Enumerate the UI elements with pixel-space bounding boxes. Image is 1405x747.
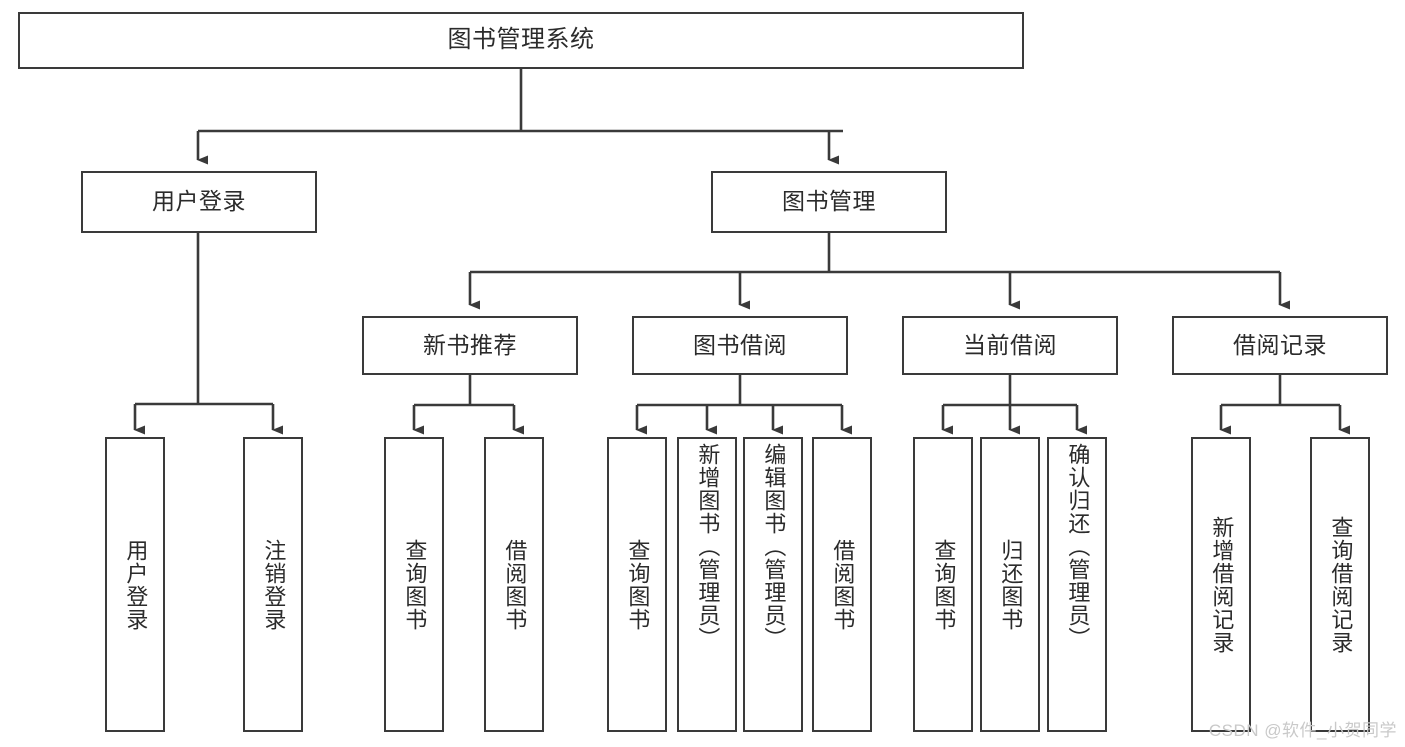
- node-leaf-user-login-label: 用户登录: [123, 538, 149, 631]
- node-book-management[interactable]: 图书管理: [711, 171, 947, 233]
- node-leaf-query-book-3[interactable]: 查询图书: [913, 437, 973, 732]
- node-new-book-recommend[interactable]: 新书推荐: [362, 316, 578, 375]
- node-book-management-label: 图书管理: [782, 188, 876, 215]
- node-leaf-edit-book-label: 编辑图书（管理员）: [761, 443, 787, 650]
- node-leaf-confirm-return[interactable]: 确认归还（管理员）: [1047, 437, 1107, 732]
- node-leaf-user-login[interactable]: 用户登录: [105, 437, 165, 732]
- node-leaf-add-book-label: 新增图书（管理员）: [695, 443, 721, 650]
- node-leaf-borrow-book-2[interactable]: 借阅图书: [812, 437, 872, 732]
- node-leaf-borrow-book-1[interactable]: 借阅图书: [484, 437, 544, 732]
- node-leaf-add-book[interactable]: 新增图书（管理员）: [677, 437, 737, 732]
- node-user-login-label: 用户登录: [152, 188, 246, 215]
- node-leaf-return-book[interactable]: 归还图书: [980, 437, 1040, 732]
- node-leaf-logout-login-label: 注销登录: [261, 538, 287, 631]
- node-borrow-record-label: 借阅记录: [1233, 331, 1327, 358]
- node-leaf-add-record-label: 新增借阅记录: [1209, 515, 1235, 654]
- node-book-borrow[interactable]: 图书借阅: [632, 316, 848, 375]
- node-leaf-confirm-return-label: 确认归还（管理员）: [1065, 443, 1091, 650]
- node-borrow-record[interactable]: 借阅记录: [1172, 316, 1388, 375]
- node-user-login[interactable]: 用户登录: [81, 171, 317, 233]
- node-root-book-management-system[interactable]: 图书管理系统: [18, 12, 1024, 69]
- node-leaf-query-book-1-label: 查询图书: [402, 538, 428, 631]
- node-current-borrow[interactable]: 当前借阅: [902, 316, 1118, 375]
- node-leaf-query-book-2[interactable]: 查询图书: [607, 437, 667, 732]
- node-leaf-query-record[interactable]: 查询借阅记录: [1310, 437, 1370, 732]
- node-leaf-add-record[interactable]: 新增借阅记录: [1191, 437, 1251, 732]
- node-leaf-return-book-label: 归还图书: [998, 538, 1024, 631]
- node-leaf-edit-book[interactable]: 编辑图书（管理员）: [743, 437, 803, 732]
- node-leaf-query-book-3-label: 查询图书: [931, 538, 957, 631]
- node-leaf-borrow-book-1-label: 借阅图书: [502, 538, 528, 631]
- node-leaf-query-book-1[interactable]: 查询图书: [384, 437, 444, 732]
- node-root-label: 图书管理系统: [447, 26, 595, 54]
- node-leaf-borrow-book-2-label: 借阅图书: [830, 538, 856, 631]
- node-leaf-query-record-label: 查询借阅记录: [1328, 515, 1354, 654]
- node-leaf-logout-login[interactable]: 注销登录: [243, 437, 303, 732]
- node-book-borrow-label: 图书借阅: [693, 331, 787, 358]
- node-leaf-query-book-2-label: 查询图书: [625, 538, 651, 631]
- node-new-book-recommend-label: 新书推荐: [423, 331, 517, 358]
- node-current-borrow-label: 当前借阅: [963, 331, 1057, 358]
